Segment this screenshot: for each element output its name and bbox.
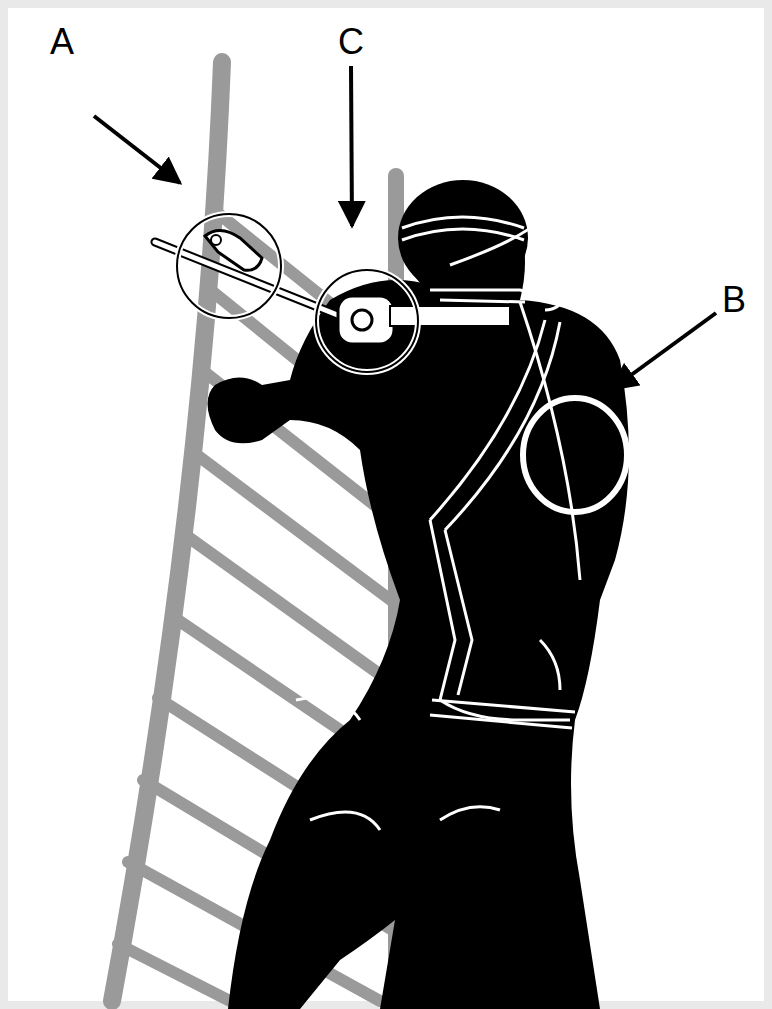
harness-straps — [296, 217, 580, 830]
callout-letter: C — [338, 24, 364, 60]
leader-arrows — [94, 66, 716, 389]
highlight-circles — [177, 214, 627, 512]
callout-letter: B — [722, 282, 746, 318]
callout-letter: A — [50, 24, 74, 60]
worker-figure — [208, 180, 629, 1009]
